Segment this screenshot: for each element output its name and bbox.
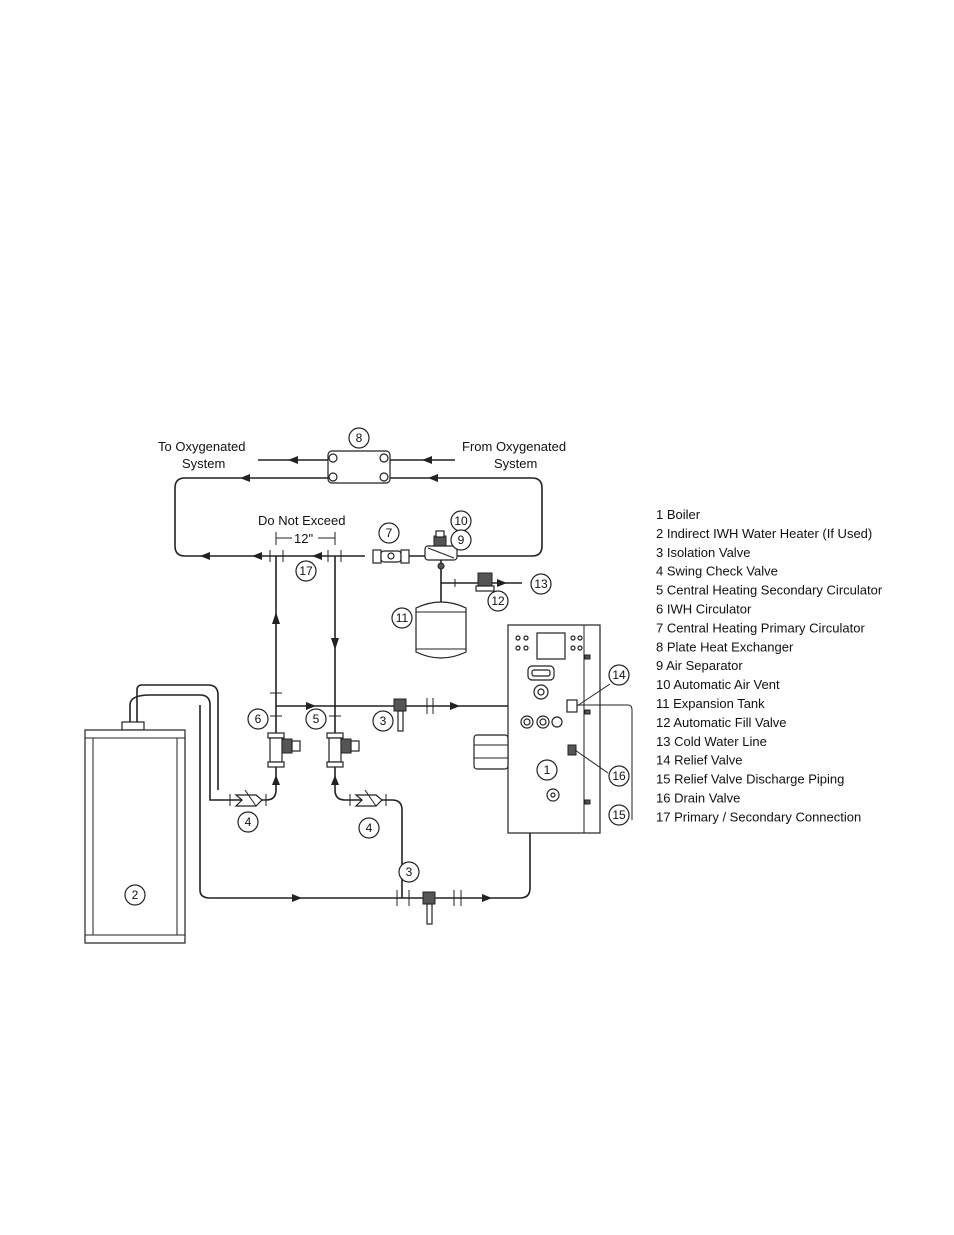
legend-item: 12 Automatic Fill Valve — [656, 715, 787, 730]
expansion-tank — [415, 601, 467, 659]
callout-12: 12 — [487, 590, 509, 612]
svg-text:3: 3 — [406, 865, 413, 879]
legend-item: 11 Expansion Tank — [656, 696, 765, 711]
svg-text:1: 1 — [544, 763, 551, 777]
boiler-return-line — [199, 705, 531, 925]
dimension-12in: 12" — [275, 531, 336, 546]
svg-text:8: 8 — [356, 431, 363, 445]
to-system-label-line2: System — [182, 456, 225, 471]
callout-3-lower: 3 — [398, 861, 420, 883]
legend-item: 7 Central Heating Primary Circulator — [656, 620, 865, 635]
svg-text:11: 11 — [396, 611, 409, 625]
svg-text:12: 12 — [491, 594, 505, 608]
callouts: 8 7 10 9 17 13 12 11 14 6 5 3 1 16 4 4 1… — [124, 427, 630, 906]
legend-item: 10 Automatic Air Vent — [656, 677, 780, 692]
callout-4-left: 4 — [237, 811, 259, 833]
dimension-label: 12" — [294, 531, 313, 546]
legend-item: 16 Drain Valve — [656, 791, 740, 806]
plate-heat-exchanger — [240, 450, 470, 484]
legend-item: 3 Isolation Valve — [656, 545, 750, 560]
svg-text:9: 9 — [458, 533, 465, 547]
svg-text:17: 17 — [299, 564, 313, 578]
boiler-supply-header — [276, 698, 515, 732]
callout-15: 15 — [608, 804, 630, 826]
legend-item: 2 Indirect IWH Water Heater (If Used) — [656, 526, 872, 541]
legend: 1 Boiler 2 Indirect IWH Water Heater (If … — [656, 507, 883, 824]
callout-6: 6 — [247, 708, 269, 730]
primary-loop-piping — [174, 477, 543, 560]
iwh-circulator — [267, 732, 301, 790]
callout-14: 14 — [608, 664, 630, 686]
primary-circulator — [372, 549, 410, 564]
callout-16: 16 — [608, 765, 630, 787]
callout-2: 2 — [124, 884, 146, 906]
svg-text:3: 3 — [380, 714, 387, 728]
legend-item: 1 Boiler — [656, 507, 701, 522]
svg-text:7: 7 — [386, 526, 393, 540]
legend-item: 14 Relief Valve — [656, 753, 742, 768]
air-separator — [424, 530, 458, 618]
secondary-risers — [270, 556, 341, 740]
svg-text:4: 4 — [366, 821, 373, 835]
legend-item: 5 Central Heating Secondary Circulator — [656, 583, 883, 598]
callout-1: 1 — [536, 759, 558, 781]
legend-item: 8 Plate Heat Exchanger — [656, 639, 794, 654]
callout-3-upper: 3 — [372, 710, 394, 732]
svg-text:5: 5 — [313, 712, 320, 726]
secondary-circulator — [326, 732, 360, 790]
callout-8: 8 — [348, 427, 370, 449]
iwh-check-valve — [129, 694, 277, 807]
callout-7: 7 — [378, 522, 400, 544]
do-not-exceed-label: Do Not Exceed — [258, 513, 345, 528]
indirect-water-heater — [84, 684, 219, 944]
svg-text:16: 16 — [612, 769, 626, 783]
callout-17: 17 — [295, 560, 317, 582]
svg-text:10: 10 — [454, 514, 468, 528]
callout-5: 5 — [305, 708, 327, 730]
callout-4-right: 4 — [358, 817, 380, 839]
callout-10: 10 — [450, 510, 472, 532]
boiler — [473, 624, 633, 834]
secondary-check-valve — [334, 789, 403, 898]
svg-text:4: 4 — [245, 815, 252, 829]
from-system-label-line2: System — [494, 456, 537, 471]
legend-item: 13 Cold Water Line — [656, 734, 767, 749]
callout-9: 9 — [450, 529, 472, 551]
legend-item: 9 Air Separator — [656, 658, 743, 673]
drain-valve-leader — [574, 749, 609, 774]
svg-text:2: 2 — [132, 888, 139, 902]
svg-text:14: 14 — [612, 668, 626, 682]
svg-text:6: 6 — [255, 712, 262, 726]
callout-11: 11 — [391, 607, 413, 629]
legend-item: 17 Primary / Secondary Connection — [656, 809, 861, 824]
relief-valve-leader — [576, 683, 611, 707]
callout-13: 13 — [530, 573, 552, 595]
svg-text:15: 15 — [612, 808, 626, 822]
from-system-label-line1: From Oxygenated — [462, 439, 566, 454]
legend-item: 6 IWH Circulator — [656, 602, 752, 617]
legend-item: 15 Relief Valve Discharge Piping — [656, 772, 844, 787]
legend-item: 4 Swing Check Valve — [656, 564, 778, 579]
to-system-label-line1: To Oxygenated — [158, 439, 245, 454]
automatic-fill-valve — [441, 572, 522, 592]
svg-text:13: 13 — [534, 577, 548, 591]
